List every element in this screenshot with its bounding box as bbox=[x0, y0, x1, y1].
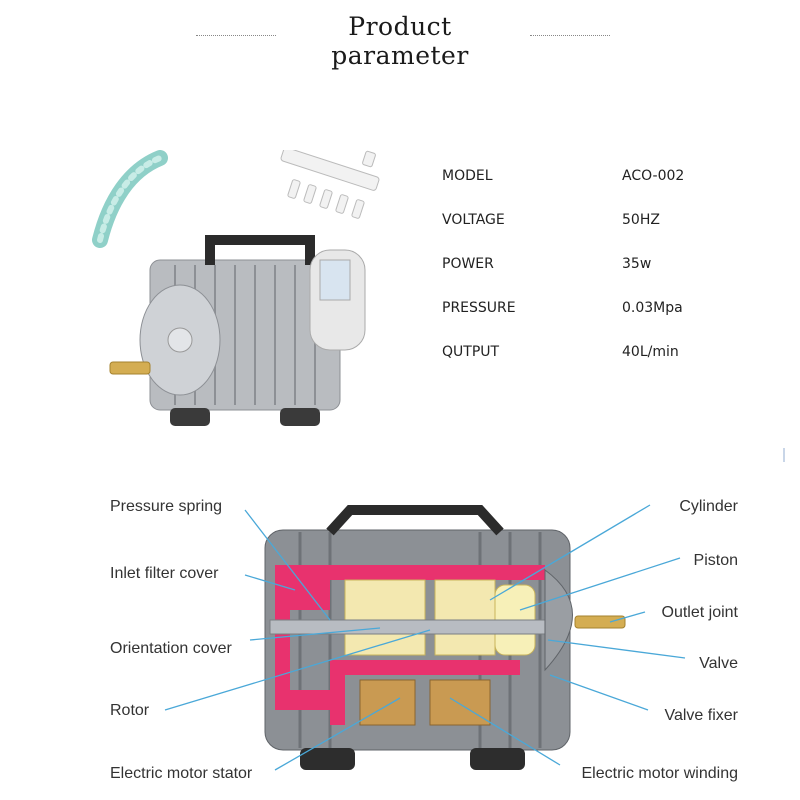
label-piston: Piston bbox=[693, 552, 738, 569]
cutaway-illustration bbox=[164, 504, 686, 771]
label-orientation-cover: Orientation cover bbox=[110, 640, 232, 657]
label-rotor: Rotor bbox=[110, 702, 150, 719]
spec-label: MODEL bbox=[442, 168, 493, 184]
spec-value: ACO-002 bbox=[622, 168, 685, 184]
spec-label: PRESSURE bbox=[442, 300, 516, 316]
label-outlet-joint: Outlet joint bbox=[661, 604, 738, 621]
spec-row-voltage: VOLTAGE 50HZ bbox=[442, 212, 762, 236]
header-divider-left bbox=[196, 35, 276, 36]
product-image bbox=[92, 150, 380, 426]
header: Product parameter bbox=[0, 8, 800, 70]
spec-row-power: POWER 35w bbox=[442, 256, 762, 280]
spec-row-output: QUTPUT 40L/min bbox=[442, 344, 762, 368]
label-valve: Valve bbox=[699, 655, 738, 672]
page-title: Product parameter bbox=[331, 12, 469, 70]
label-electric-motor-stator: Electric motor stator bbox=[110, 765, 253, 782]
spec-row-pressure: PRESSURE 0.03Mpa bbox=[442, 300, 762, 324]
spec-value: 0.03Mpa bbox=[622, 300, 683, 316]
spec-label: POWER bbox=[442, 256, 494, 272]
spec-row-model: MODEL ACO-002 bbox=[442, 168, 762, 192]
spec-value: 40L/min bbox=[622, 344, 679, 360]
spec-value: 50HZ bbox=[622, 212, 660, 228]
header-divider-right bbox=[530, 35, 610, 36]
label-cylinder: Cylinder bbox=[679, 498, 738, 515]
edge-marker bbox=[783, 448, 785, 462]
label-valve-fixer: Valve fixer bbox=[664, 707, 738, 724]
spec-value: 35w bbox=[622, 256, 652, 272]
spec-label: QUTPUT bbox=[442, 344, 500, 360]
label-pressure-spring: Pressure spring bbox=[110, 498, 223, 515]
label-electric-motor-winding: Electric motor winding bbox=[581, 765, 739, 782]
label-inlet-filter-cover: Inlet filter cover bbox=[110, 565, 219, 582]
spec-label: VOLTAGE bbox=[442, 212, 505, 228]
cutaway-diagram: Pressure spring Inlet filter cover Orien… bbox=[0, 470, 800, 800]
